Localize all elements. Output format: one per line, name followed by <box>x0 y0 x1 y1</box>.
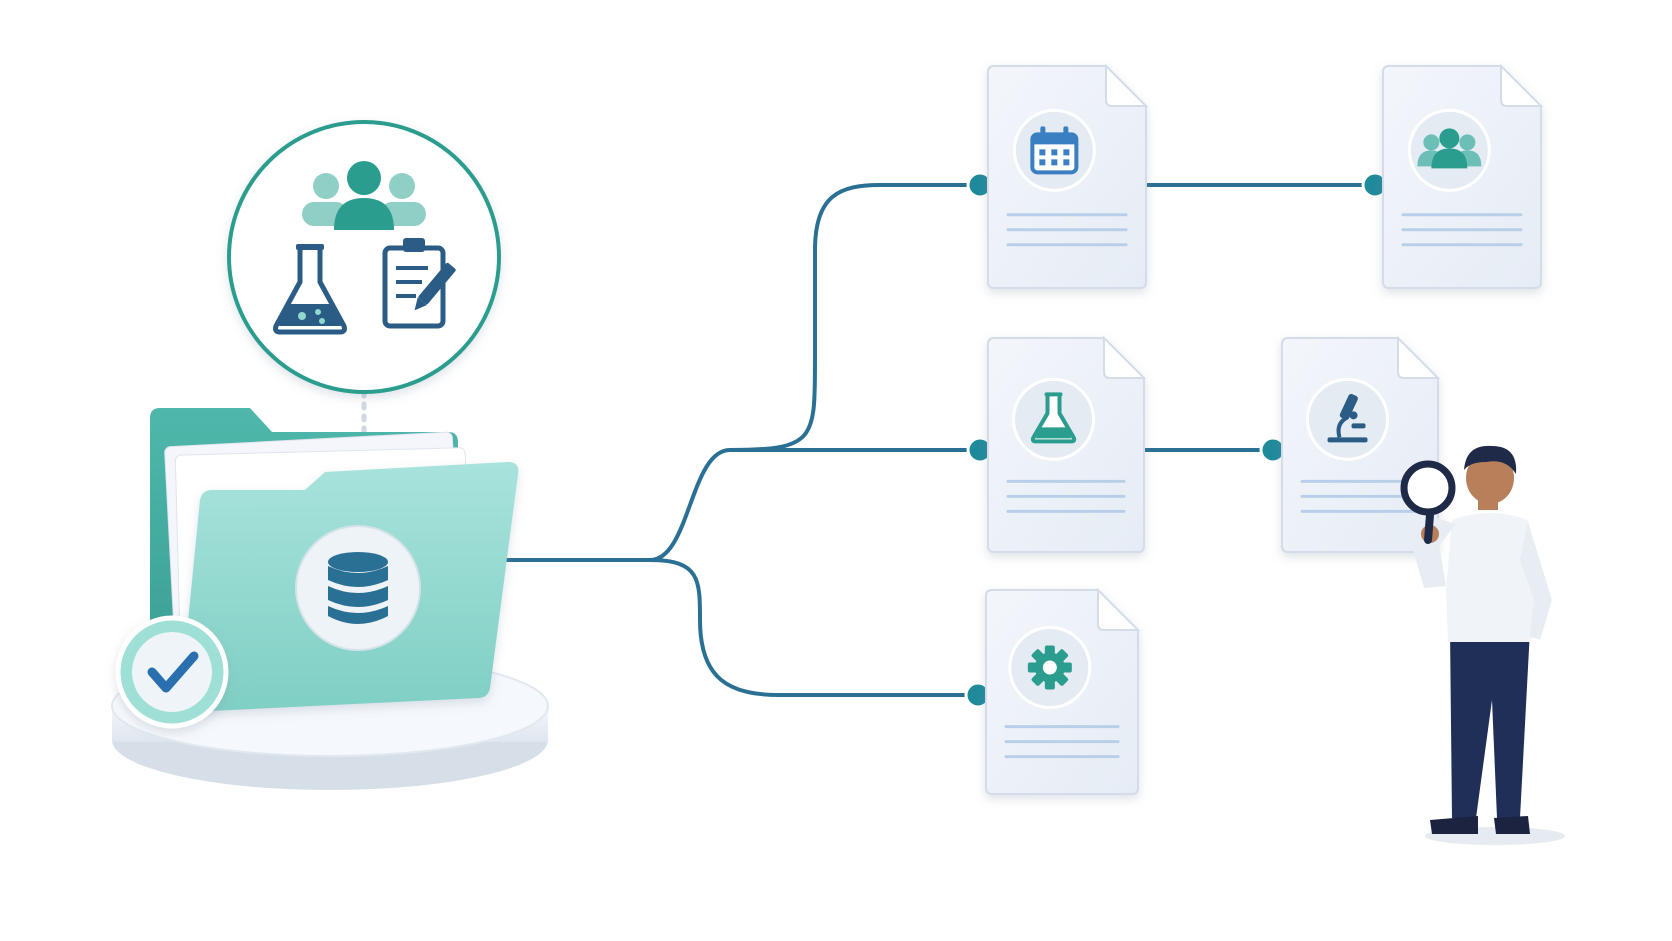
document-card <box>1281 335 1441 553</box>
documents <box>985 63 1544 795</box>
connector-to-gear-doc <box>648 558 980 697</box>
microscope-icon <box>1327 393 1368 443</box>
connector-to-calendar-doc <box>728 183 982 452</box>
connector-to-flask-doc <box>648 448 982 562</box>
document-card <box>1382 63 1544 289</box>
source-folder <box>111 408 549 790</box>
document-card <box>987 63 1149 289</box>
clipboard-pen-icon <box>382 238 456 329</box>
person-with-magnifier <box>1400 445 1565 845</box>
connector-lines <box>503 183 1377 697</box>
category-bubble <box>227 120 501 463</box>
users-icon <box>302 161 426 230</box>
checkmark-icon <box>115 615 229 729</box>
calendar-icon <box>1030 126 1079 175</box>
flask-icon <box>1030 392 1077 444</box>
document-card <box>987 335 1147 553</box>
flask-icon <box>273 244 347 335</box>
magnifying-glass-icon <box>1400 460 1456 544</box>
gear-icon <box>1027 645 1072 690</box>
users-icon <box>1417 128 1482 169</box>
document-card <box>985 587 1141 795</box>
database-icon <box>295 525 421 651</box>
